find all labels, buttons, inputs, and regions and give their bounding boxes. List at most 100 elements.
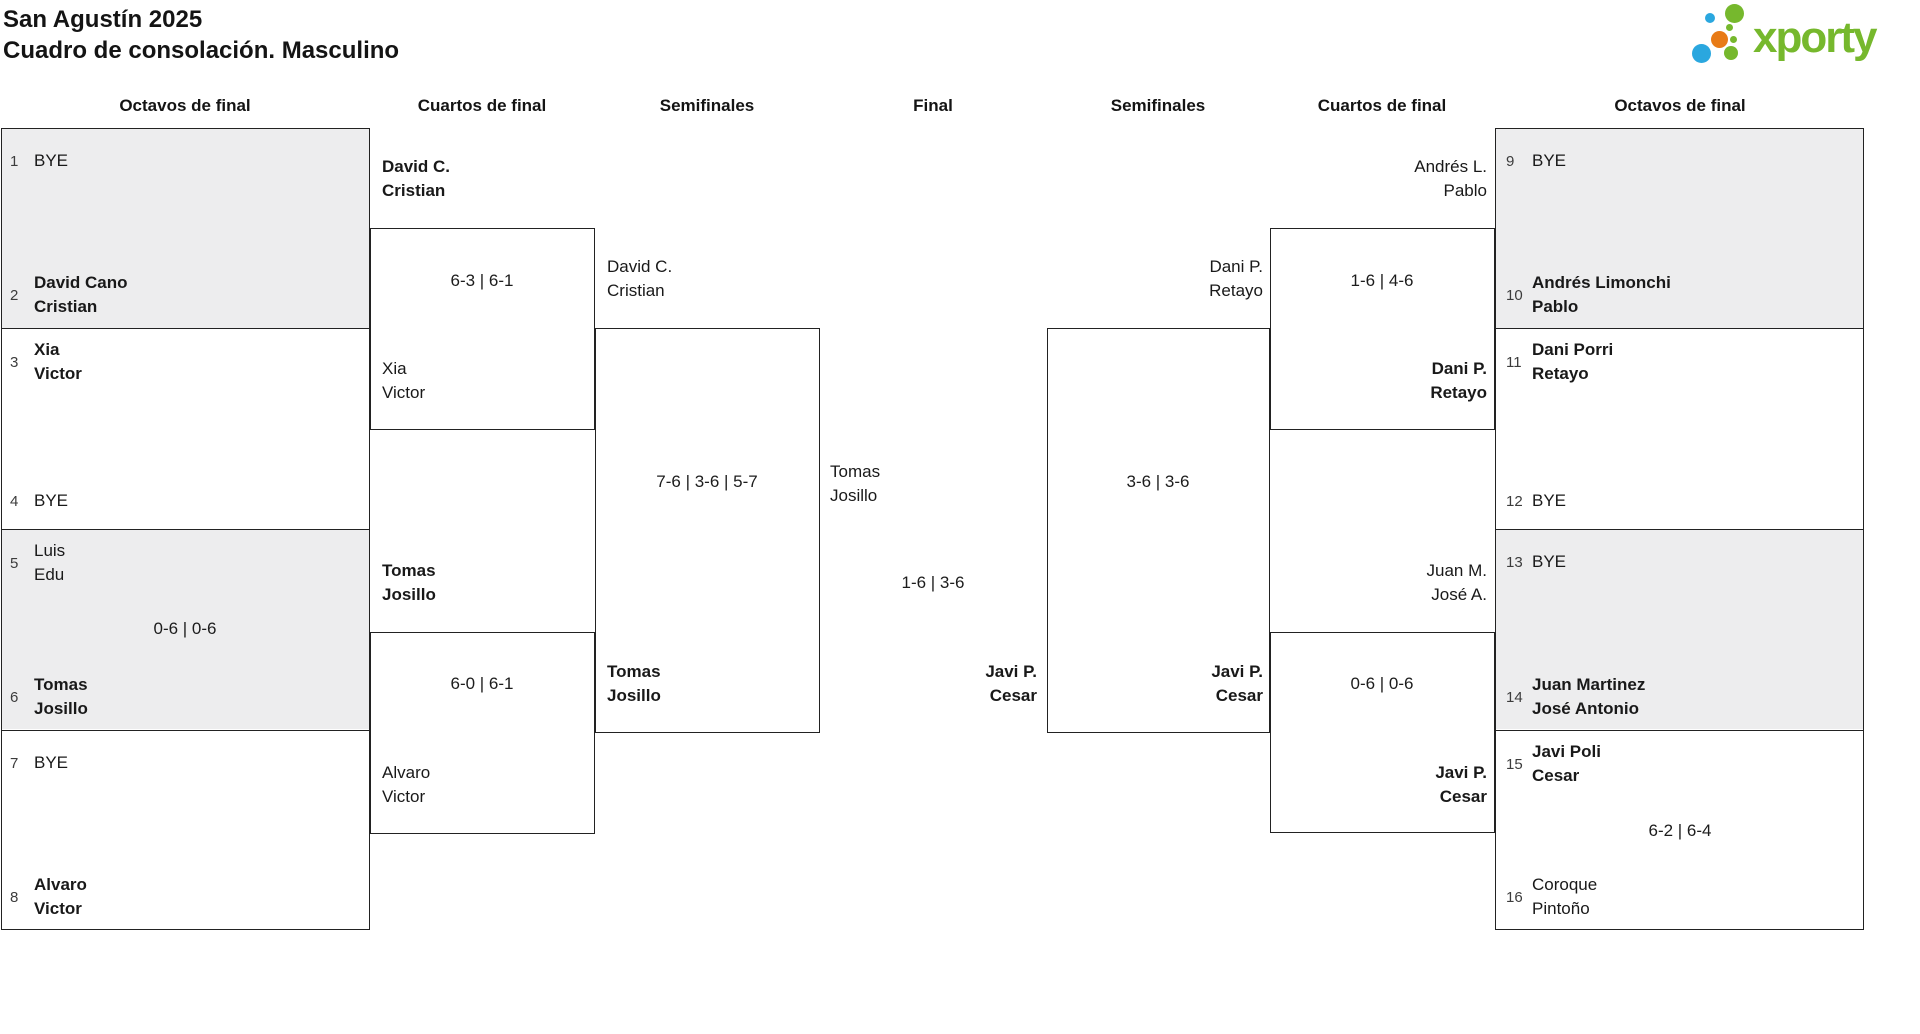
team-name: Javi Poli <box>1532 742 1601 761</box>
logo-dot-icon <box>1725 4 1744 23</box>
logo-dot-icon <box>1730 36 1737 43</box>
team-name: Cristian <box>607 281 665 300</box>
team-name: Pablo <box>1443 181 1487 200</box>
seed-entry-4: 4 BYE <box>10 489 68 513</box>
logo-text: xporty <box>1753 13 1877 62</box>
seed-entry-12: 12 BYE <box>1506 489 1566 513</box>
bracket-line <box>1496 730 1864 731</box>
seed-number: 5 <box>10 554 19 572</box>
team-entry-qf-right-1-winner: Dani P.Retayo <box>1430 357 1487 405</box>
team-name: José Antonio <box>1532 699 1640 718</box>
team-entry-sf-right-top: Dani P.Retayo <box>1209 255 1263 303</box>
seed-number: 3 <box>10 353 19 371</box>
round-header-semifinales-left: Semifinales <box>659 96 755 115</box>
team-name: Juan M. <box>1426 561 1487 580</box>
seed-number: 15 <box>1506 755 1523 773</box>
team-name: Luis <box>34 541 66 560</box>
seed-number: 16 <box>1506 888 1523 906</box>
team-name: Javi P. <box>1435 763 1487 782</box>
shaded-row <box>2 530 369 729</box>
team-name: Victor <box>34 364 82 383</box>
shaded-row <box>1496 530 1863 729</box>
logo-dot-icon <box>1726 24 1733 31</box>
seed-number: 14 <box>1506 688 1523 706</box>
team-name: Xia <box>382 359 407 378</box>
team-entry-qf-right-2-winner: Javi P. Cesar <box>1435 761 1487 809</box>
match-score-qf-left-bottom: 6-0 | 6-1 <box>450 674 514 693</box>
team-entry-sf-right-bottom: Javi P.Cesar <box>1211 660 1263 708</box>
seed-number: 13 <box>1506 553 1523 571</box>
team-entry-qf-right-2-loser: Juan M.José A. <box>1427 559 1487 607</box>
team-name: Tomas <box>34 675 88 694</box>
round-header-final: Final <box>913 96 953 115</box>
match-score-octavos-right: 6-2 | 6-4 <box>1648 821 1712 840</box>
bracket-subtitle: Cuadro de consolación. Masculino <box>3 37 400 64</box>
bracket-line <box>2 328 370 329</box>
team-name: David C. <box>607 257 673 276</box>
team-name: Andrés Limonchi <box>1532 273 1671 292</box>
bracket-box-cuartos-right-top <box>1270 228 1495 430</box>
team-name: Edu <box>34 565 65 584</box>
team-name: BYE <box>1532 552 1567 571</box>
match-score-qf-left-top: 6-3 | 6-1 <box>450 271 514 290</box>
team-entry-sf-left-top: David C. Cristian <box>607 255 672 303</box>
team-name: Victor <box>382 383 426 402</box>
team-name: Josillo <box>34 699 88 718</box>
seed-entry-7: 7 BYE <box>10 751 68 775</box>
seed-entry-9: 9 BYE <box>1506 149 1566 173</box>
team-name: Cesar <box>1532 766 1580 785</box>
team-name: BYE <box>1532 151 1567 170</box>
team-name: Cesar <box>1439 787 1487 806</box>
team-name: Retayo <box>1532 364 1589 383</box>
logo-dot-icon <box>1711 31 1728 48</box>
seed-number: 11 <box>1506 353 1522 371</box>
team-name: Victor <box>34 899 82 918</box>
team-name: Javi P. <box>985 662 1037 681</box>
team-name: Josillo <box>607 686 661 705</box>
bracket-box-cuartos-left-bottom <box>370 632 595 834</box>
match-score-qf-right-top: 1-6 | 4-6 <box>1350 271 1414 290</box>
team-name: Retayo <box>1209 281 1263 300</box>
bracket-box-semifinal-left <box>595 328 820 733</box>
round-header-octavos-right: Octavos de final <box>1614 96 1746 115</box>
seed-number: 12 <box>1506 492 1523 510</box>
logo-dot-icon <box>1724 46 1738 60</box>
shaded-row <box>2 129 369 328</box>
team-name: BYE <box>1532 491 1567 510</box>
team-name: Cesar <box>1215 686 1263 705</box>
team-name: Dani P. <box>1431 359 1487 378</box>
xporty-logo[interactable]: xporty <box>1690 0 1920 72</box>
match-score-octavos-left: 0-6 | 0-6 <box>153 619 217 638</box>
team-entry-final-right: Javi P. Cesar <box>985 660 1037 708</box>
team-name: Coroque <box>1532 875 1598 894</box>
logo-dot-icon <box>1692 44 1711 63</box>
round-header-octavos-left: Octavos de final <box>119 96 251 115</box>
bracket-box-semifinal-right <box>1047 328 1270 733</box>
team-name: Cesar <box>989 686 1037 705</box>
team-entry-qf-right-1-loser: Andrés L.Pablo <box>1414 155 1487 203</box>
round-header-cuartos-right: Cuartos de final <box>1317 96 1447 115</box>
round-header-semifinales-right: Semifinales <box>1110 96 1206 115</box>
seed-number: 9 <box>1506 152 1515 170</box>
seed-number: 7 <box>10 754 19 772</box>
team-name: Cristian <box>382 181 446 200</box>
team-name: Alvaro <box>34 875 87 894</box>
round-header-cuartos-left: Cuartos de final <box>417 96 547 115</box>
seed-number: 8 <box>10 888 19 906</box>
seed-entry-1: 1 BYE <box>10 149 68 173</box>
